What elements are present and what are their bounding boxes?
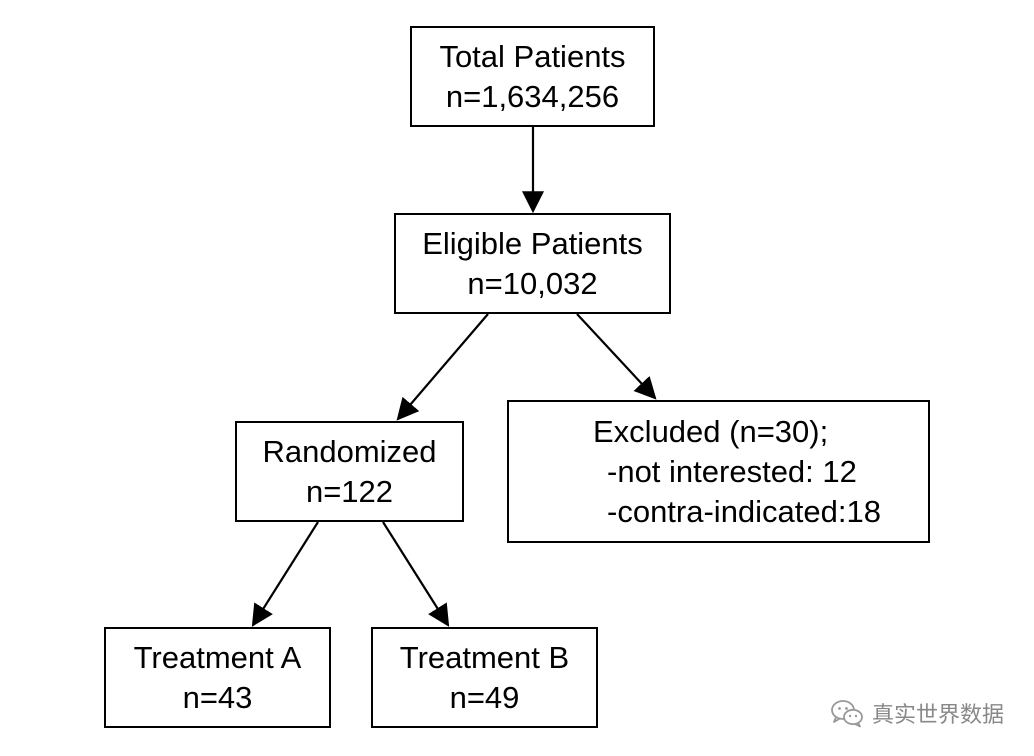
node-title: Treatment B <box>399 639 570 675</box>
node-eligible-patients: Eligible Patients n=10,032 <box>394 213 671 314</box>
node-title: Total Patients <box>439 38 626 74</box>
node-count: n=1,634,256 <box>445 78 620 114</box>
watermark: 真实世界数据 <box>830 693 1004 733</box>
node-treatment-a: Treatment A n=43 <box>104 627 331 728</box>
node-title: Randomized <box>262 433 437 469</box>
watermark-text: 真实世界数据 <box>871 703 1004 728</box>
node-excluded: Excluded (n=30); -not interested: 12 -co… <box>507 400 930 543</box>
wechat-icon <box>831 700 863 728</box>
node-total-patients: Total Patients n=1,634,256 <box>410 26 655 127</box>
node-count: n=10,032 <box>467 265 598 301</box>
arrow-eligible-to-random <box>396 313 489 421</box>
arrow-random-to-treatment-b <box>382 521 450 627</box>
node-title: Eligible Patients <box>422 225 643 261</box>
node-reason: -contra-indicated:18 <box>607 493 881 529</box>
arrow-random-to-treatment-a <box>251 521 319 627</box>
node-randomized: Randomized n=122 <box>235 421 464 522</box>
node-treatment-b: Treatment B n=49 <box>371 627 598 728</box>
node-count: n=49 <box>449 679 520 715</box>
node-count: n=122 <box>305 473 394 509</box>
node-reason: -not interested: 12 <box>607 453 857 489</box>
node-title: Treatment A <box>133 639 302 675</box>
node-count: n=43 <box>182 679 253 715</box>
node-title: Excluded (n=30); <box>593 413 829 449</box>
arrow-eligible-to-excluded <box>576 313 657 400</box>
